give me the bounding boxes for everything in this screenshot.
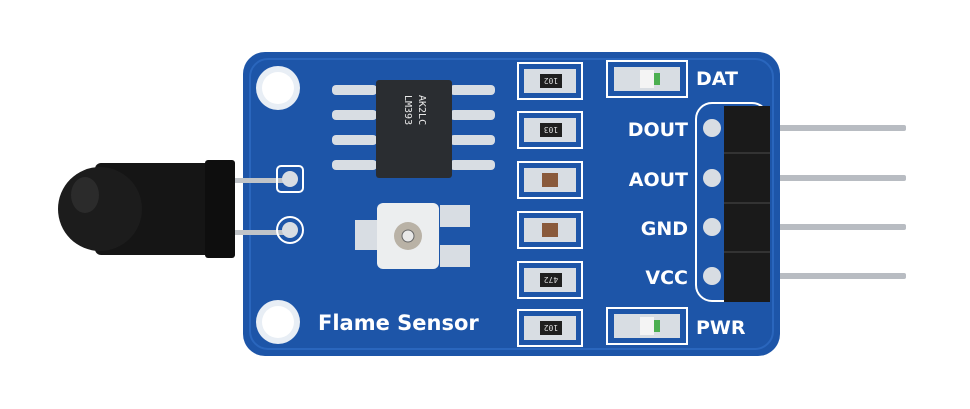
chip-marking-1: LM393 [402, 95, 413, 125]
mounting-hole [256, 300, 300, 344]
pin-label-aout: AOUT [629, 169, 688, 191]
pwr-label: PWR [696, 317, 746, 339]
mounting-hole [256, 66, 300, 110]
smd-components: 102 103 472 102 [517, 62, 583, 347]
pin-label-gnd: GND [641, 218, 688, 240]
ir-receiver-led [58, 160, 295, 258]
resistor-label: 472 [544, 275, 559, 284]
resistor-label: 102 [544, 323, 559, 332]
resistor-label: 102 [544, 76, 559, 85]
resistor-label: 103 [544, 125, 559, 134]
board-title: Flame Sensor [318, 311, 479, 335]
chip-marking-2: AK2LC [416, 95, 427, 125]
pin-label-vcc: VCC [645, 267, 688, 289]
pin-label-dout: DOUT [628, 119, 688, 141]
potentiometer[interactable] [355, 203, 470, 269]
led-pads [276, 165, 304, 244]
dat-led [606, 60, 688, 98]
pwr-led [606, 307, 688, 345]
pin-pads [703, 119, 721, 285]
dat-label: DAT [696, 68, 738, 90]
lm393-chip: LM393 AK2LC [332, 80, 495, 178]
